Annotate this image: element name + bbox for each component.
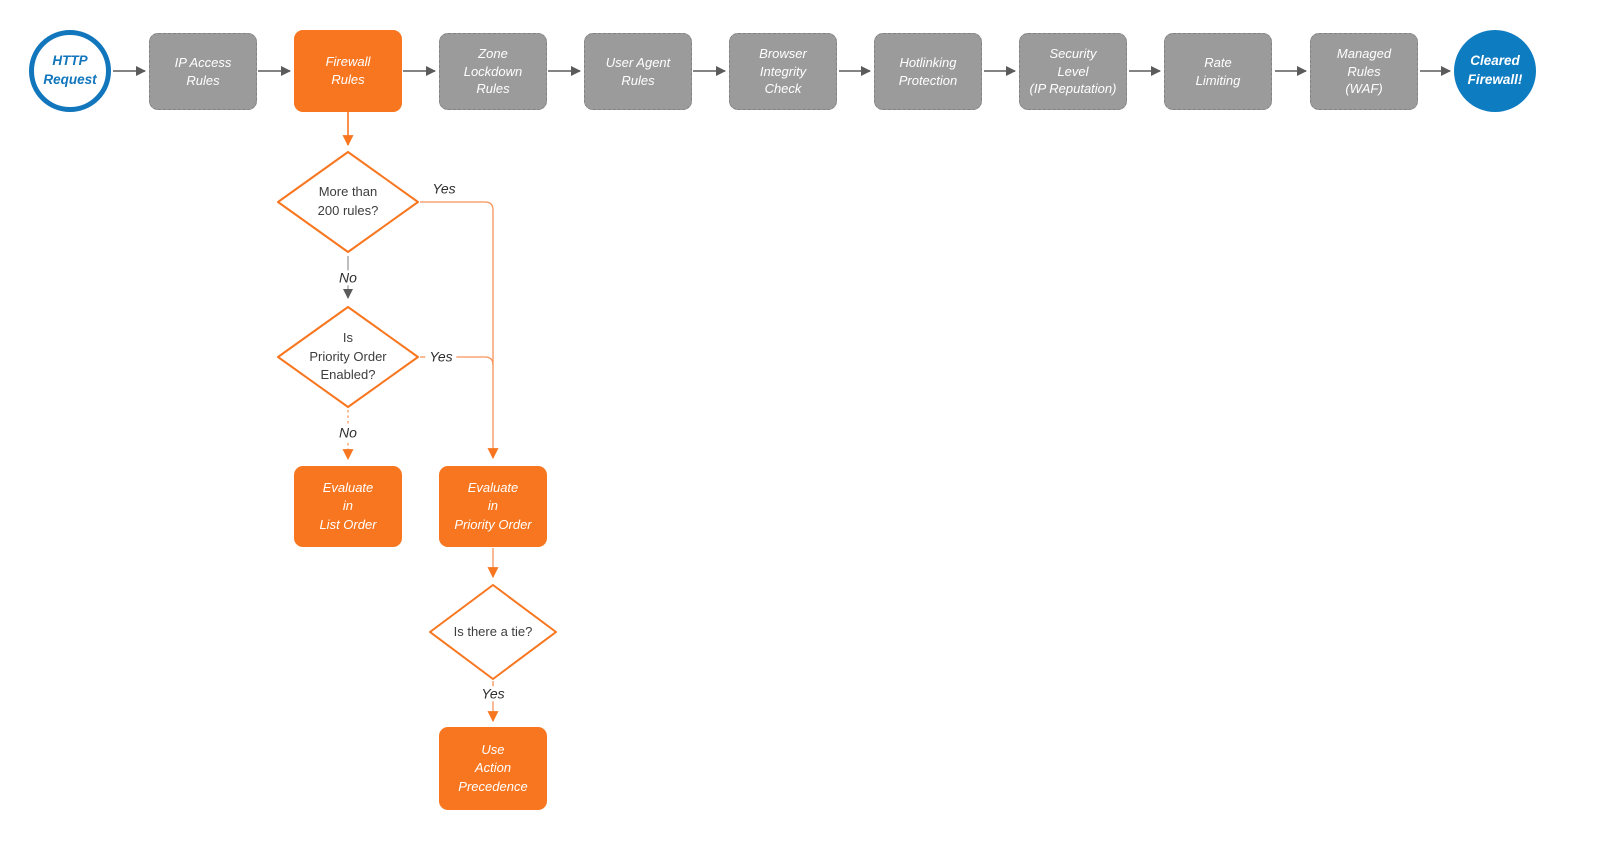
start-node-http-request: HTTP Request bbox=[29, 30, 111, 112]
stage-label: IP Access Rules bbox=[174, 54, 232, 88]
edge-label-yes-priority-enabled: Yes bbox=[425, 348, 457, 365]
stage-firewall-rules: Firewall Rules bbox=[294, 30, 402, 112]
edge-label-no-200-rules: No bbox=[335, 269, 361, 286]
stage-label: Hotlinking Protection bbox=[898, 54, 958, 88]
diamond-shape-icon bbox=[277, 306, 419, 408]
stage-zone-lockdown-rules: Zone Lockdown Rules bbox=[439, 33, 547, 110]
arrow-yes-200-rules-to-priority-order bbox=[420, 201, 499, 460]
end-node-label: Cleared Firewall! bbox=[1467, 53, 1523, 87]
stage-label: Firewall Rules bbox=[325, 54, 371, 87]
stage-managed-rules-waf: Managed Rules (WAF) bbox=[1310, 33, 1418, 110]
diamond-shape-icon bbox=[429, 584, 557, 680]
decision-label: Is there a tie? bbox=[453, 623, 533, 639]
stage-user-agent-rules: User Agent Rules bbox=[584, 33, 692, 110]
stage-label: Browser Integrity Check bbox=[759, 45, 807, 97]
process-evaluate-priority-order: Evaluate in Priority Order bbox=[439, 466, 547, 547]
process-label: Use Action Precedence bbox=[458, 741, 528, 794]
stage-label: User Agent Rules bbox=[605, 54, 671, 88]
edge-label-yes-200-rules: Yes bbox=[428, 180, 460, 197]
arrow-yes-priority-enabled-merge bbox=[420, 356, 494, 366]
process-use-action-precedence: Use Action Precedence bbox=[439, 727, 547, 810]
stage-label: Rate Limiting bbox=[1195, 54, 1241, 88]
process-label: Evaluate in Priority Order bbox=[454, 479, 532, 532]
stage-label: Managed Rules (WAF) bbox=[1336, 45, 1392, 97]
decision-label: Is Priority Order Enabled? bbox=[309, 329, 387, 383]
process-label: Evaluate in List Order bbox=[319, 479, 377, 532]
end-node-cleared-firewall: Cleared Firewall! bbox=[1454, 30, 1536, 112]
stage-security-level-ip-reputation: Security Level (IP Reputation) bbox=[1019, 33, 1127, 110]
stage-browser-integrity-check: Browser Integrity Check bbox=[729, 33, 837, 110]
stage-ip-access-rules: IP Access Rules bbox=[149, 33, 257, 110]
decision-priority-order-enabled: Is Priority Order Enabled? bbox=[276, 305, 420, 409]
edge-label-no-priority-enabled: No bbox=[335, 424, 361, 441]
stage-label: Security Level (IP Reputation) bbox=[1029, 45, 1117, 97]
decision-is-there-a-tie: Is there a tie? bbox=[428, 583, 558, 681]
process-evaluate-list-order: Evaluate in List Order bbox=[294, 466, 402, 547]
stage-label: Zone Lockdown Rules bbox=[463, 45, 523, 97]
decision-label: More than 200 rules? bbox=[317, 184, 379, 218]
stage-hotlinking-protection: Hotlinking Protection bbox=[874, 33, 982, 110]
diamond-shape-icon bbox=[277, 151, 419, 253]
edge-label-yes-tie: Yes bbox=[477, 685, 509, 702]
stage-rate-limiting: Rate Limiting bbox=[1164, 33, 1272, 110]
decision-more-than-200-rules: More than 200 rules? bbox=[276, 150, 420, 254]
start-node-label: HTTP Request bbox=[43, 53, 97, 87]
